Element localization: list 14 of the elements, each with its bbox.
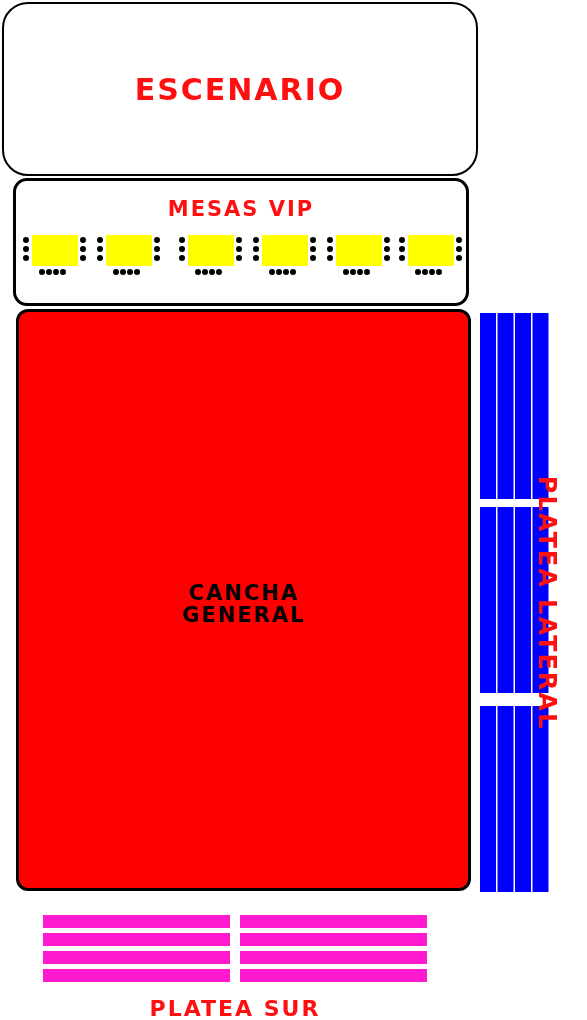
vip-table	[262, 235, 308, 266]
vip-table	[32, 235, 78, 266]
section-label: PLATEA LATERAL	[533, 474, 561, 733]
section-label: CANCHA GENERAL	[181, 582, 307, 626]
floor-area	[16, 309, 471, 891]
vip-table	[188, 235, 234, 266]
vip-table	[408, 235, 454, 266]
section-label: PLATEA SUR	[148, 996, 322, 1020]
section-label: MESAS VIP	[166, 197, 316, 221]
vip-area	[13, 178, 469, 306]
vip-table	[336, 235, 382, 266]
stage-label: ESCENARIO	[133, 72, 347, 107]
vip-table	[106, 235, 152, 266]
stage-area	[2, 2, 478, 176]
